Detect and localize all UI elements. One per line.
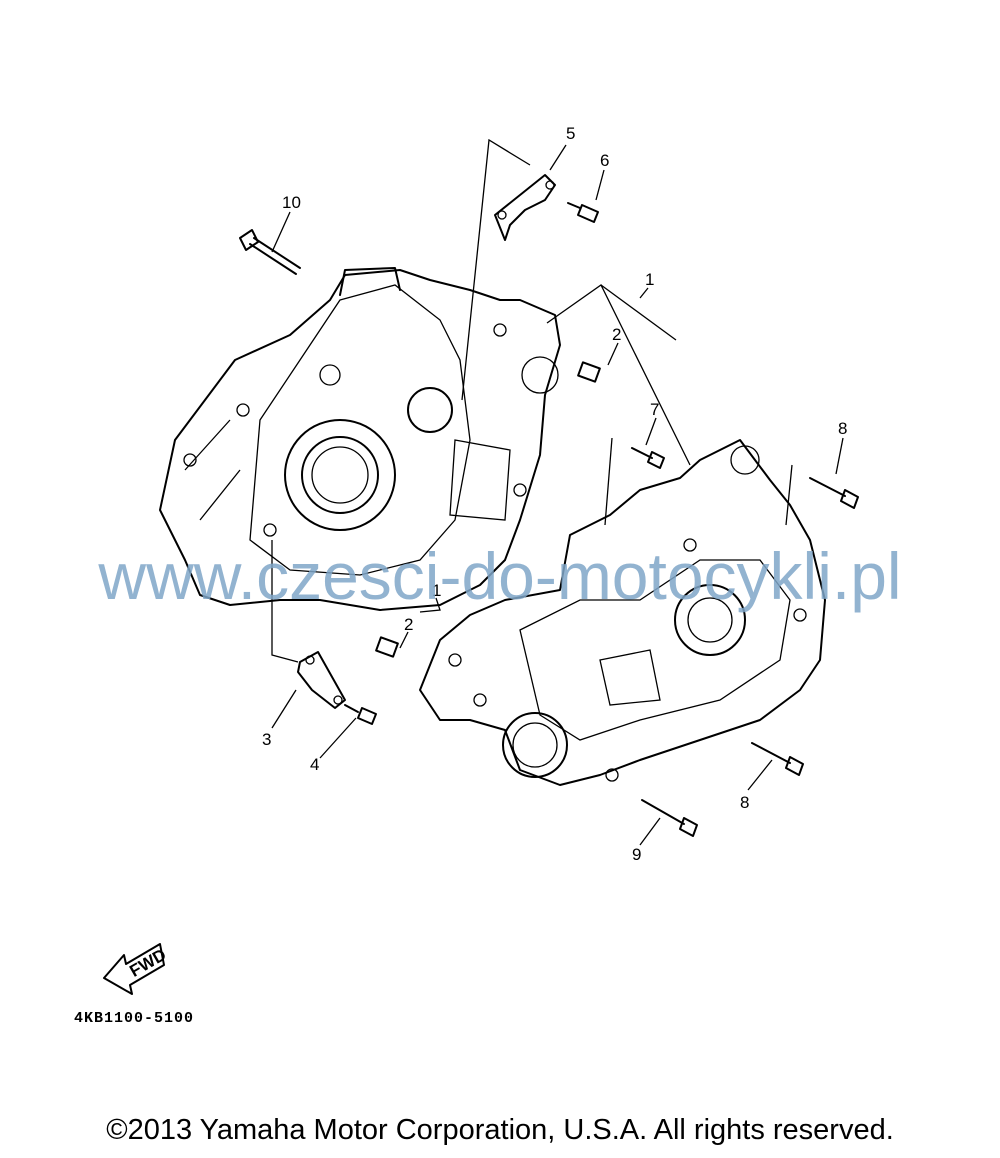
crankcase-left-half (159, 267, 561, 611)
callout-10: 10 (282, 193, 301, 212)
bolt-part-4 (344, 704, 377, 725)
leader-lines (271, 138, 844, 846)
bolt-part-8-upper (809, 477, 859, 509)
bolt-part-6 (567, 202, 599, 223)
callout-5: 5 (566, 124, 575, 143)
crankcase-right-half (419, 439, 826, 786)
callout-8-lower: 8 (740, 793, 749, 812)
callout-1-lower: 1 (432, 581, 441, 600)
bolt-part-7 (631, 447, 665, 469)
bracket-part-5 (494, 174, 556, 241)
callout-1-upper: 1 (645, 270, 654, 289)
callout-9: 9 (632, 845, 641, 864)
callout-2-upper: 2 (612, 325, 621, 344)
callout-6: 6 (600, 151, 609, 170)
bracket-part-3 (297, 651, 346, 709)
dowel-pin-part-2-lower (375, 636, 399, 658)
copyright-notice: ©2013 Yamaha Motor Corporation, U.S.A. A… (106, 1114, 894, 1146)
part-code: 4KB1100-5100 (74, 1010, 195, 1027)
watermark-text: www.czesci-do-motocykli.pl (98, 539, 902, 613)
callout-4: 4 (310, 755, 319, 774)
dowel-pin-part-2-upper (577, 361, 601, 383)
bolt-part-10 (239, 229, 301, 275)
bolt-part-9 (641, 799, 698, 837)
callout-3: 3 (262, 730, 271, 749)
callout-labels: 10 5 6 1 2 7 8 1 2 3 4 8 9 (262, 124, 847, 864)
callout-8-upper: 8 (838, 419, 847, 438)
callout-7: 7 (650, 400, 659, 419)
bolt-part-8-lower (751, 742, 804, 776)
fwd-arrow-icon: FWD (103, 943, 169, 995)
callout-2-lower: 2 (404, 615, 413, 634)
